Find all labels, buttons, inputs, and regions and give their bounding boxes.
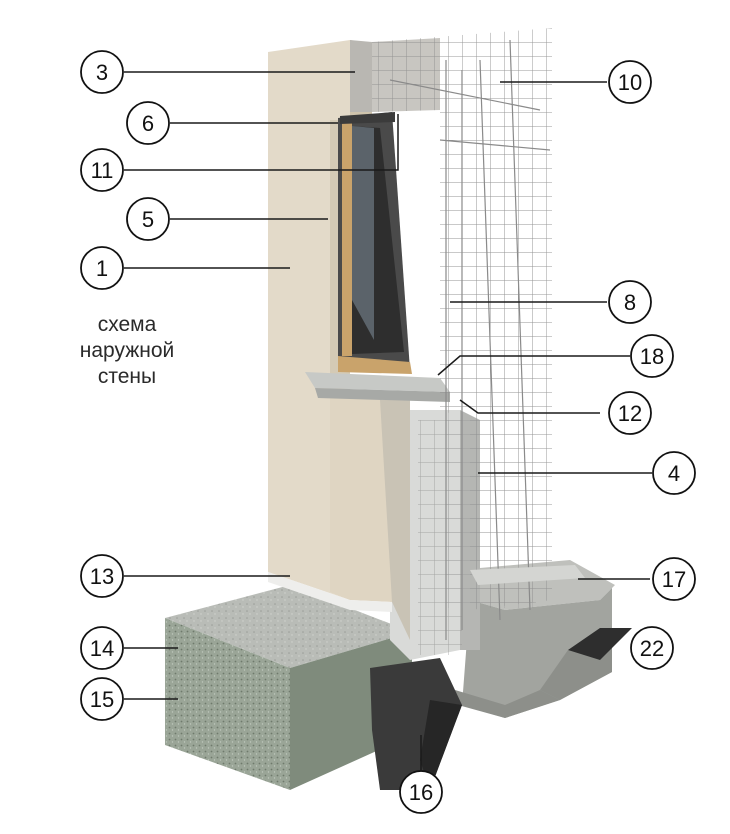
callout-number: 5: [142, 207, 154, 232]
callout-3: 3: [80, 50, 124, 94]
callout-number: 22: [640, 636, 664, 661]
window-sill: [305, 372, 450, 402]
callout-number: 17: [662, 567, 686, 592]
callout-circle: [126, 101, 170, 145]
callout-number: 12: [618, 401, 642, 426]
callout-number: 18: [640, 344, 664, 369]
callout-number: 8: [624, 290, 636, 315]
callout-15: 15: [80, 677, 124, 721]
drainage-layer: [370, 658, 462, 790]
callout-number: 15: [90, 687, 114, 712]
window-unit: [338, 112, 412, 374]
callout-18: 18: [630, 334, 674, 378]
callout-22: 22: [630, 626, 674, 670]
floor-slab: [470, 565, 585, 585]
caption-line-3: стены: [97, 365, 157, 388]
callout-4: 4: [652, 451, 696, 495]
caption-line-1: схема: [97, 313, 157, 336]
callout-circle: [126, 197, 170, 241]
callout-circle: [80, 148, 124, 192]
callout-circle: [608, 280, 652, 324]
callout-11: 11: [80, 148, 124, 192]
callout-circle: [652, 557, 696, 601]
caption-line-2: наружной: [79, 339, 175, 362]
callout-number: 13: [90, 564, 114, 589]
callout-5: 5: [126, 197, 170, 241]
scheme-caption: схема наружной стены: [72, 312, 182, 390]
callout-number: 14: [90, 636, 114, 661]
callout-8: 8: [608, 280, 652, 324]
callout-10: 10: [608, 60, 652, 104]
callout-16: 16: [399, 770, 443, 814]
callout-circle: [80, 677, 124, 721]
callout-circle: [630, 334, 674, 378]
callout-circle: [80, 626, 124, 670]
callout-number: 16: [409, 780, 433, 805]
callout-number: 6: [142, 111, 154, 136]
callout-1: 1: [80, 246, 124, 290]
callout-17: 17: [652, 557, 696, 601]
callout-number: 10: [618, 70, 642, 95]
callout-circle: [80, 50, 124, 94]
callout-13: 13: [80, 554, 124, 598]
callout-circle: [399, 770, 443, 814]
callout-circle: [608, 60, 652, 104]
callout-number: 11: [91, 158, 114, 183]
callout-circle: [80, 554, 124, 598]
callout-6: 6: [126, 101, 170, 145]
callout-circle: [608, 391, 652, 435]
leader-lines: [124, 71, 652, 770]
callout-number: 1: [96, 256, 108, 281]
reinforcement-mesh: [372, 28, 552, 640]
callout-number: 4: [668, 461, 680, 486]
callout-circle: [80, 246, 124, 290]
callout-14: 14: [80, 626, 124, 670]
ground-block: [165, 585, 412, 790]
plinth-strip: [268, 572, 392, 612]
callout-circle: [652, 451, 696, 495]
callout-number: 3: [96, 60, 108, 85]
callout-12: 12: [608, 391, 652, 435]
callout-circle: [630, 626, 674, 670]
